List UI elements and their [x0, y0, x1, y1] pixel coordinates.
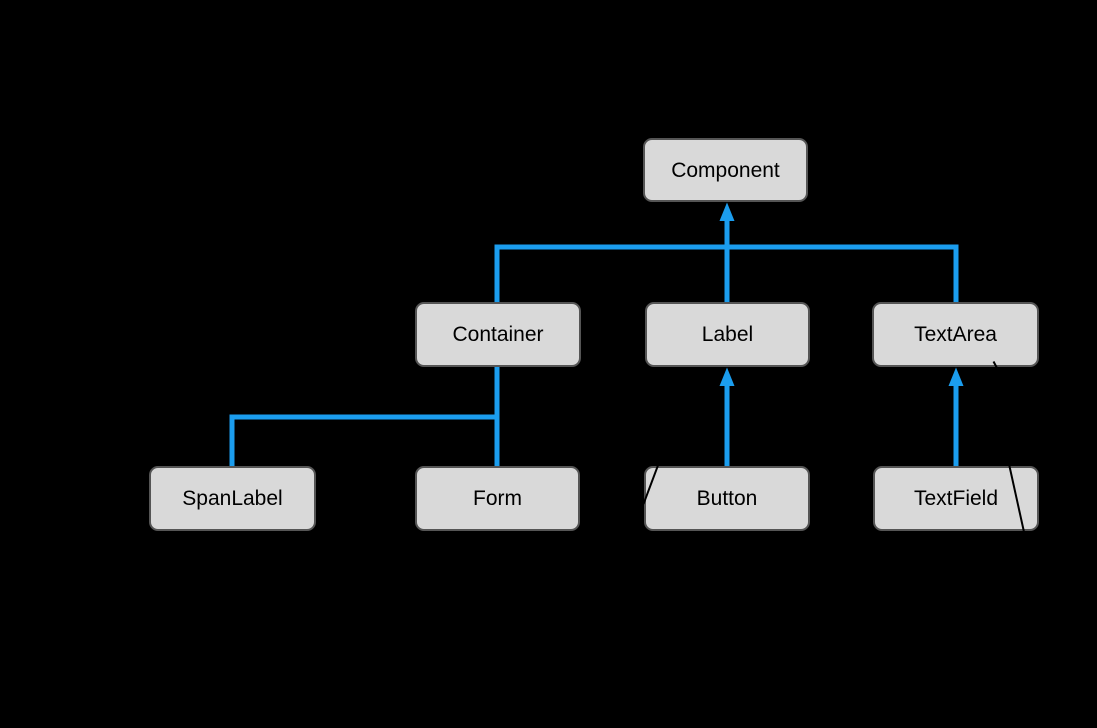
node-spanlabel: SpanLabel — [149, 466, 316, 531]
node-component: Component — [643, 138, 808, 202]
node-textfield-label: TextField — [913, 487, 999, 510]
edge-container-textarea-bus — [494, 244, 959, 304]
arrowhead-textarea — [948, 367, 964, 386]
node-label: Label — [645, 302, 810, 367]
edge-spanlabel-bus — [229, 414, 497, 468]
node-component-label: Component — [671, 158, 780, 182]
node-textfield: TextField — [873, 466, 1039, 531]
node-form: Form — [415, 466, 580, 531]
node-container-label: Container — [452, 323, 544, 346]
arrowhead-component — [719, 202, 735, 221]
node-textarea-label: TextArea — [914, 323, 997, 346]
node-textarea: TextArea — [872, 302, 1039, 367]
node-button-label: Button — [696, 487, 758, 510]
node-spanlabel-label: SpanLabel — [182, 487, 283, 510]
arrowhead-label — [719, 367, 735, 386]
node-label-label: Label — [701, 323, 754, 346]
node-container: Container — [415, 302, 581, 367]
node-button: Button — [644, 466, 810, 531]
node-form-label: Form — [473, 487, 522, 510]
